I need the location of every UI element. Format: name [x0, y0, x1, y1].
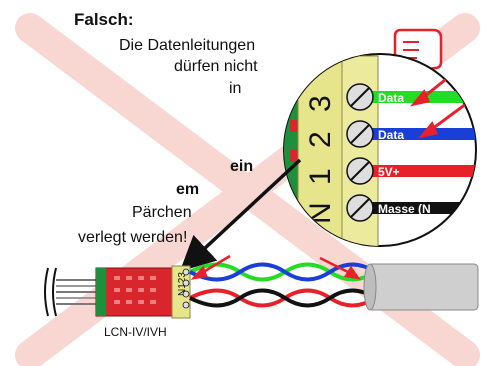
caption-line-6: Pärchen [132, 204, 192, 221]
caption-line-3: in [229, 80, 242, 97]
terminal-label-1: 1 [304, 168, 337, 185]
page-title: Falsch: [74, 10, 134, 29]
twisted-cable [189, 262, 377, 308]
caption-line-1: Die Datenleitungen [119, 37, 256, 54]
wire-black [372, 202, 476, 214]
device-terminal-numbers: N123 [177, 272, 188, 296]
cable-sheath [363, 263, 479, 311]
wire-label-data-1: Data [378, 91, 404, 105]
wire-label-data-2: Data [378, 128, 404, 142]
wire-label-masse: Masse (N [378, 202, 431, 216]
terminal-label-3: 3 [304, 95, 337, 112]
caption-line-4: ein [230, 158, 254, 175]
caption-line-2: dürfen nicht [174, 58, 258, 75]
terminal-label-2: 2 [304, 131, 337, 148]
device-label: LCN-IV/IVH [104, 325, 167, 339]
wire-red [372, 165, 476, 177]
caption-line-7: verlegt werden! [78, 229, 188, 246]
caption-line-5: em [176, 181, 200, 198]
device-module: N123 [44, 265, 191, 319]
pointer-arrow-icon [179, 158, 302, 272]
device-arrows [190, 254, 361, 280]
wire-label-5v: 5V+ [378, 165, 400, 179]
screw-terminals [346, 83, 374, 222]
